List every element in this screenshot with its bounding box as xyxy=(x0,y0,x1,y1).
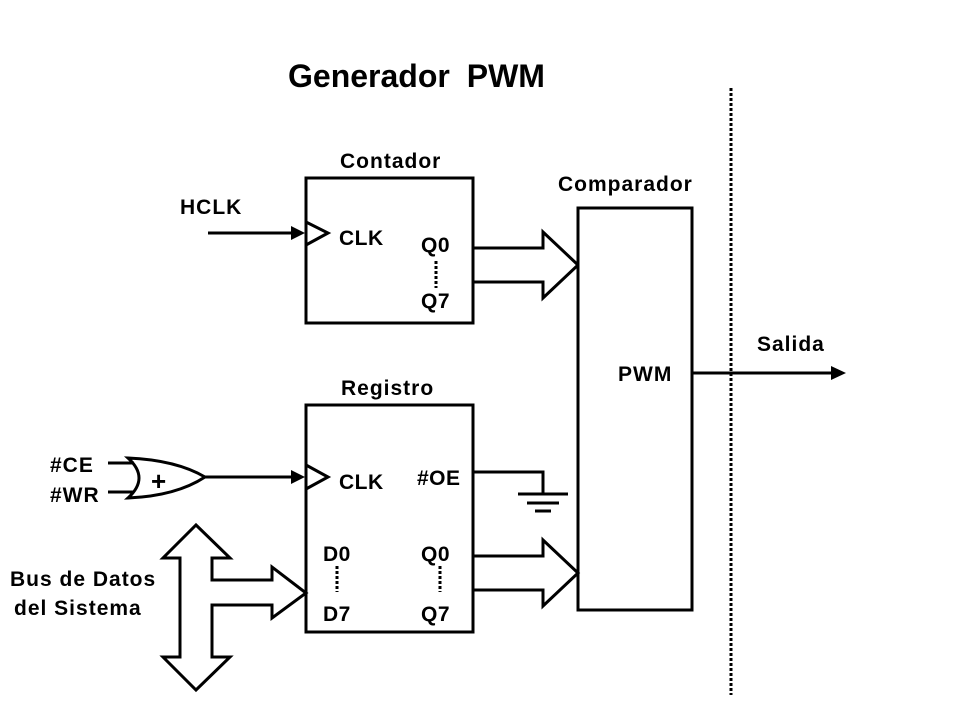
register-box xyxy=(304,403,475,634)
comparator-label: Comparador xyxy=(558,173,693,196)
counter-clk-pin: CLK xyxy=(339,227,384,250)
counter-label: Contador xyxy=(340,150,441,173)
output-label: Salida xyxy=(757,333,825,356)
ce-label: #CE xyxy=(50,454,94,477)
hclk-arrowhead xyxy=(291,226,305,240)
register-bus-arrow xyxy=(471,536,581,610)
register-d0-pin: D0 xyxy=(323,543,351,566)
system-bus-arrow xyxy=(159,522,309,693)
system-bus-label-line1: Bus de Datos xyxy=(10,568,156,591)
comparator-pwm-text: PWM xyxy=(618,363,672,386)
system-bus-label-line2: del Sistema xyxy=(14,597,142,620)
ground-symbol xyxy=(518,492,568,513)
or-gate-body xyxy=(123,456,208,500)
counter-bus-arrow xyxy=(471,228,581,302)
counter-q0-pin: Q0 xyxy=(421,234,450,257)
register-q7-pin: Q7 xyxy=(421,603,450,626)
hclk-label: HCLK xyxy=(180,196,242,219)
counter-q7-pin: Q7 xyxy=(421,290,450,313)
diagram-title: Generador PWM xyxy=(288,58,545,94)
register-clock-triangle xyxy=(305,463,332,491)
counter-box xyxy=(304,176,475,325)
wr-label: #WR xyxy=(50,484,100,507)
comparator-box xyxy=(576,206,694,612)
register-d7-pin: D7 xyxy=(323,603,351,626)
oe-wire xyxy=(473,470,545,494)
or-gate-symbol: + xyxy=(151,466,166,496)
register-oe-pin: #OE xyxy=(417,467,461,490)
register-label: Registro xyxy=(341,377,434,400)
gate-output-arrowhead xyxy=(291,470,305,484)
counter-clock-triangle xyxy=(305,220,332,247)
register-clk-pin: CLK xyxy=(339,471,384,494)
output-arrowhead xyxy=(831,366,846,380)
register-q0-pin: Q0 xyxy=(421,543,450,566)
